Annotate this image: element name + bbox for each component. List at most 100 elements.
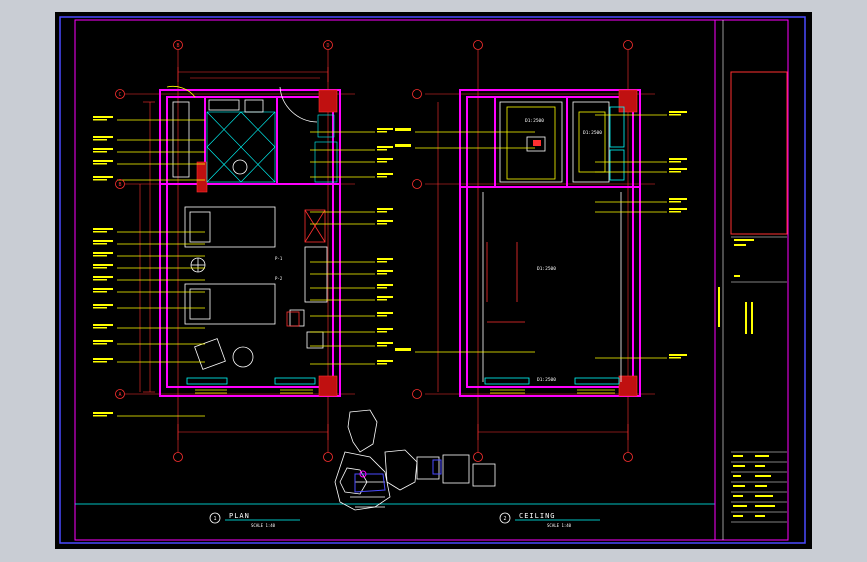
grid-bubble-c: C [118,92,121,98]
note-text-mark [377,284,393,286]
note-text-mark [93,176,113,178]
note-text-mark [93,412,113,414]
note-text-mark [377,220,393,222]
note-text-mark [93,264,113,266]
note-text-mark [93,151,107,153]
note-text-mark [93,288,113,290]
grid-bubble-row-b: B [118,182,121,188]
note-text-mark [377,161,387,163]
cad-drawing-viewport[interactable]: B D C B A P-1 P-2 [55,12,812,549]
plan-left-leaders [117,119,205,417]
note-text-mark [93,136,113,138]
plan-title: PLAN [229,512,250,520]
note-text-mark [93,228,113,230]
note-text-mark [377,299,387,301]
ceiling-marker: 2 [503,516,506,522]
note-text-mark [377,158,393,160]
note-text-mark [93,148,113,150]
plan-tag-p2: P-2 [275,276,283,281]
sheet-border [59,16,806,544]
note-text-mark [377,273,387,275]
ceiling-drawing: D1:2500 D1:2500 D1:2500 D1:2500 [395,40,687,462]
note-text-mark [669,171,681,173]
note-text-mark [93,340,113,342]
ceiling-label-room: D1:2500 [537,266,556,272]
note-text-mark [93,358,113,360]
note-text-mark [93,415,107,417]
grid-bubble-b: B [176,43,179,49]
note-text-mark [377,128,393,130]
note-text-mark [669,111,687,113]
note-text-mark [669,198,687,200]
grid-bubble-d: D [326,43,329,49]
title-block [718,71,788,523]
note-text-mark [377,331,387,333]
ceiling-title: CEILING [519,512,556,520]
note-text-mark [377,131,387,133]
note-text-mark [93,139,107,141]
key-plan [334,409,496,511]
note-text-mark [377,328,393,330]
note-text-mark [377,261,387,263]
plan-tag-p1: P-1 [275,256,283,261]
note-text-mark [377,312,393,314]
ceiling-label-bottom: D1:2500 [537,377,556,383]
note-text-mark [93,276,113,278]
ceiling-scale: SCALE 1:40 [547,523,572,528]
ceiling-title-block: 2 CEILING SCALE 1:40 [499,512,600,528]
note-text-mark [377,173,393,175]
note-text-mark [93,163,107,165]
note-text-mark [377,146,393,148]
note-text-mark [377,296,393,298]
note-text-mark [377,315,387,317]
note-text-mark [93,343,107,345]
note-text-mark [93,252,113,254]
note-text-mark [93,119,107,121]
ceiling-label-wc: D1:2500 [583,130,602,136]
note-text-mark [93,327,107,329]
note-text-mark [93,243,107,245]
note-text-mark [669,161,681,163]
floor-plan-svg: B D C B A P-1 P-2 [59,16,806,544]
note-text-mark [669,201,681,203]
note-text-mark [395,128,411,131]
note-text-mark [377,363,387,365]
note-text-mark [377,258,393,260]
note-text-mark [93,307,107,309]
ceiling-leaders [415,114,667,359]
note-text-mark [669,211,681,213]
note-text-mark [377,345,387,347]
note-text-mark [669,114,681,116]
note-text-mark [669,357,681,359]
grid-bubble-a: A [118,392,121,398]
note-text-mark [93,116,113,118]
plan-title-block: 1 PLAN SCALE 1:40 [209,512,300,528]
note-text-mark [377,211,387,213]
note-text-mark [669,208,687,210]
note-text-mark [93,361,107,363]
plan-marker: 1 [213,516,216,522]
note-text-mark [377,360,393,362]
note-text-mark [93,267,107,269]
note-text-mark [377,342,393,344]
note-text-mark [669,168,687,170]
note-text-mark [669,354,687,356]
note-text-mark [93,291,107,293]
note-text-mark [93,179,107,181]
note-text-mark [377,149,387,151]
note-text-mark [377,208,393,210]
note-text-mark [93,240,113,242]
ceiling-label-bath: D1:2500 [525,118,544,124]
note-text-mark [377,270,393,272]
plan-drawing: B D C B A P-1 P-2 [93,40,393,462]
plan-scale: SCALE 1:40 [251,523,276,528]
plan-right-leaders [310,131,375,365]
note-text-mark [93,255,107,257]
note-text-mark [93,231,107,233]
note-text-mark [669,158,687,160]
note-text-mark [395,348,411,351]
note-text-mark [93,304,113,306]
drawing-border [74,19,789,541]
note-text-mark [93,160,113,162]
note-text-mark [395,144,411,147]
